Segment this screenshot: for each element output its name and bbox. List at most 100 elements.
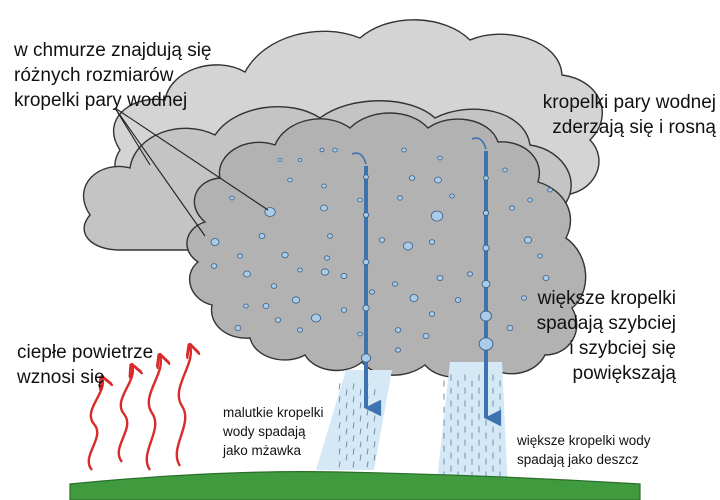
- droplet: [521, 295, 527, 301]
- droplet: [409, 294, 419, 302]
- rain-streak: [338, 461, 341, 468]
- growing-droplet: [483, 175, 489, 181]
- label-line: spadają szybciej: [536, 313, 676, 334]
- rain-streak: [352, 448, 355, 455]
- rain-streak: [352, 422, 355, 429]
- droplet: [291, 296, 301, 304]
- label-droplets-in-cloud: w chmurze znajdują się różnych rozmiarów…: [14, 38, 211, 113]
- droplet: [434, 176, 442, 184]
- droplet: [547, 187, 553, 193]
- rain-column: [316, 370, 392, 470]
- rain-streak: [338, 383, 341, 390]
- cloud-droplets: [210, 147, 553, 353]
- rain-streak: [359, 415, 362, 422]
- droplet: [422, 332, 430, 339]
- rain-column: [436, 362, 508, 490]
- wavy-up-arrow-icon: [175, 346, 191, 467]
- droplet: [297, 267, 303, 273]
- droplet: [523, 236, 533, 244]
- droplet: [395, 347, 401, 353]
- ground: [69, 471, 641, 500]
- growing-droplet: [482, 210, 490, 216]
- growing-droplet: [363, 174, 369, 180]
- rain-streak: [338, 409, 341, 416]
- growing-droplet: [362, 258, 370, 266]
- label-line: różnych rozmiarów: [14, 65, 174, 86]
- droplet: [369, 289, 375, 295]
- droplet: [428, 311, 436, 317]
- droplet: [287, 177, 293, 183]
- droplet: [332, 147, 338, 153]
- rain-streak: [338, 422, 341, 429]
- rain-streak: [359, 454, 362, 461]
- label-line: wody spadają: [223, 424, 306, 439]
- pointer-line: [114, 107, 151, 166]
- label-line: i szybciej się: [569, 338, 676, 359]
- label-line: jako mżawka: [223, 443, 302, 458]
- droplet: [243, 270, 251, 278]
- rain-streak: [338, 396, 341, 403]
- wavy-up-arrow-icon: [87, 378, 103, 471]
- pointer-line: [114, 107, 206, 237]
- droplet: [392, 281, 398, 287]
- label-rain: większe kropelki wody spadają jako deszc…: [517, 431, 651, 469]
- droplet: [378, 237, 386, 243]
- label-line: malutkie kropelki: [223, 405, 324, 420]
- droplet: [327, 233, 333, 239]
- droplet: [277, 157, 283, 162]
- growing-droplet: [478, 337, 494, 351]
- rain-streak: [366, 461, 369, 468]
- curl-arrow: [471, 137, 487, 150]
- droplet: [281, 251, 289, 259]
- label-line: większe kropelki: [537, 288, 676, 309]
- rain-streak: [345, 428, 348, 435]
- droplet: [527, 197, 533, 203]
- warm-air-arrows: [87, 346, 191, 471]
- rain-streak: [373, 441, 376, 448]
- label-larger-droplets-fall: większe kropelki spadają szybciej i szyb…: [537, 286, 676, 386]
- rain-streak: [373, 415, 376, 422]
- droplet: [394, 327, 402, 333]
- droplet: [430, 210, 444, 222]
- growing-droplet: [480, 310, 492, 322]
- label-line: zderzają się i rosną: [552, 117, 716, 138]
- rain-streak: [373, 428, 376, 435]
- droplet: [234, 324, 242, 331]
- droplet: [408, 175, 416, 181]
- label-warm-air-rises: ciepłe powietrze wznosi się: [17, 340, 153, 390]
- growing-droplet: [482, 244, 490, 252]
- growing-droplet: [362, 212, 370, 218]
- label-droplets-collide: kropelki pary wodnej zderzają się i rosn…: [543, 90, 716, 140]
- droplet: [340, 272, 348, 279]
- rain-streak: [359, 402, 362, 409]
- fall-arrows: [351, 137, 502, 427]
- rain-streak: [338, 435, 341, 442]
- droplet: [297, 327, 303, 333]
- droplet: [320, 204, 328, 212]
- rain-streak: [345, 389, 348, 396]
- wavy-up-arrow-icon: [145, 356, 161, 471]
- droplet: [229, 195, 235, 201]
- rain-streak: [366, 448, 369, 455]
- droplet: [237, 253, 243, 259]
- droplet: [402, 241, 413, 251]
- growing-droplet: [360, 353, 372, 363]
- rain-streak: [366, 422, 369, 429]
- droplet: [319, 147, 325, 153]
- droplet: [310, 313, 321, 323]
- droplet: [321, 183, 327, 189]
- droplet: [502, 167, 508, 173]
- label-line: ciepłe powietrze: [17, 342, 154, 363]
- droplet: [357, 331, 363, 337]
- droplet: [210, 263, 218, 269]
- rain-streak: [352, 396, 355, 403]
- label-line: wznosi się: [17, 367, 105, 388]
- droplet: [258, 233, 266, 239]
- droplet: [243, 303, 249, 309]
- droplet: [270, 283, 278, 289]
- label-drizzle: malutkie kropelki wody spadają jako mżaw…: [223, 403, 324, 460]
- rain-streak: [345, 415, 348, 422]
- label-line: kropelki pary wodnej: [14, 90, 188, 111]
- rain-streak: [352, 383, 355, 390]
